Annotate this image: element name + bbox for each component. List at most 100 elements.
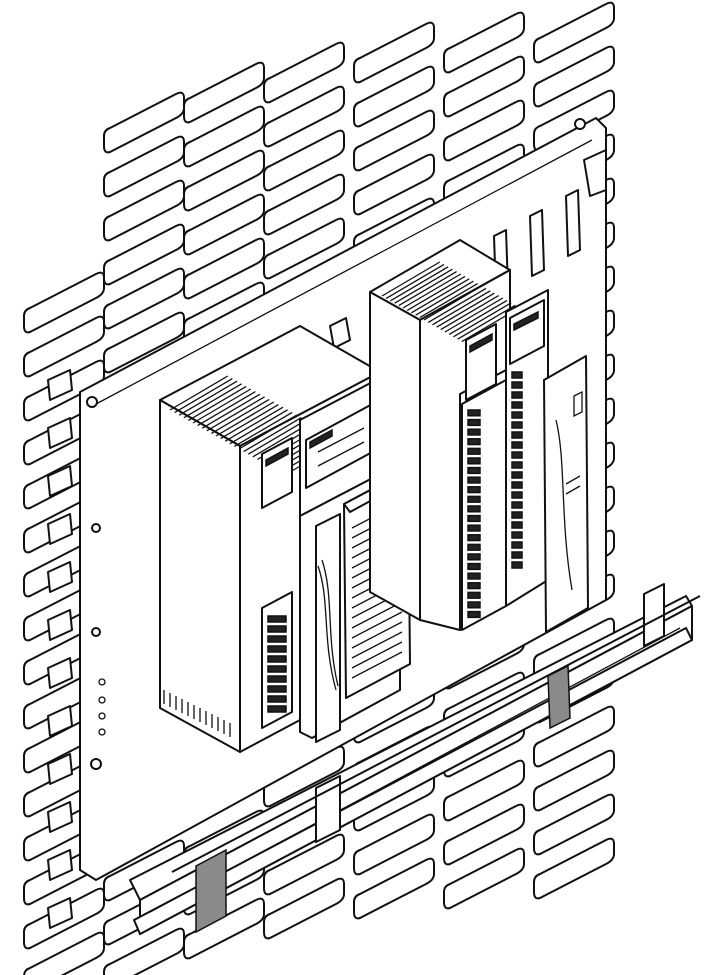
terminal-screw-icon: [511, 541, 523, 549]
panel-slot: [47, 897, 73, 929]
panel-slot: [353, 109, 435, 172]
vent-fin: [351, 611, 403, 639]
panel-slot: [443, 99, 525, 162]
terminal-screw-icon: [511, 441, 523, 449]
panel-slot: [183, 105, 265, 168]
panel-slot: [183, 897, 265, 960]
backplane-connectors: [329, 149, 607, 349]
terminal-screw-icon: [467, 457, 481, 465]
panel-slot: [353, 857, 435, 920]
terminal-screw-icon: [511, 521, 523, 529]
panel-slot: [263, 85, 345, 148]
terminal-screw-icon: [467, 572, 481, 580]
terminal-screw-icon: [267, 675, 287, 683]
panel-slot: [183, 237, 265, 300]
vent-fin: [406, 275, 466, 311]
vent-fin: [201, 393, 261, 429]
vent-fin: [457, 304, 516, 340]
panel-slot: [103, 927, 185, 975]
panel-slot: [533, 45, 615, 108]
vent-fin: [206, 396, 265, 432]
terminal-screw-icon: [467, 591, 481, 599]
terminal-screw-icon: [267, 635, 287, 643]
vent-fin: [440, 295, 499, 331]
vent-fin: [432, 290, 491, 326]
vent-fin: [351, 651, 403, 679]
terminal-screw-icon: [467, 428, 481, 436]
terminal-screw-icon: [467, 466, 481, 475]
panel-slot: [443, 759, 525, 822]
terminal-block: [267, 615, 287, 713]
panel-slot: [263, 217, 345, 280]
vent-fins: [381, 261, 520, 343]
terminal-screw-icon: [267, 625, 287, 633]
vent-fin: [351, 621, 403, 649]
panel-slot: [533, 1, 615, 64]
terminal-screw-icon: [467, 514, 481, 523]
panel-slot: [353, 153, 435, 216]
vent-fin: [423, 285, 483, 321]
vent-fin: [224, 406, 284, 442]
panel-slot: [353, 21, 435, 84]
terminal-screw-icon: [511, 391, 523, 399]
vent-fin: [390, 266, 449, 302]
mounting-hole-icon: [91, 627, 101, 637]
mounting-hole-icon: [91, 523, 101, 533]
terminal-screw-icon: [467, 495, 481, 503]
panel-slot: [183, 61, 265, 124]
terminal-screw-icon: [511, 461, 523, 469]
terminal-screw-icon: [467, 543, 481, 551]
din-rail: [129, 583, 701, 935]
vent-fin: [247, 419, 307, 455]
bottom-vents: [163, 690, 231, 737]
panel-slot: [103, 135, 185, 198]
terminal-screw-icon: [511, 401, 523, 409]
rail-clip-icon: [547, 664, 571, 730]
panel-slot: [47, 609, 73, 641]
vent-fin: [197, 391, 256, 427]
vent-fin: [178, 380, 238, 416]
vent-fin: [453, 302, 512, 338]
panel-slot: [183, 193, 265, 256]
mounting-screw-icon: [86, 396, 98, 408]
vent-fin: [229, 409, 288, 445]
vent-fin: [351, 631, 403, 659]
panel-slot: [443, 55, 525, 118]
vent-fin: [234, 411, 293, 447]
panel-slot: [47, 801, 73, 833]
terminal-array: [467, 409, 481, 619]
panel-slot: [47, 849, 73, 881]
terminal-screw-icon: [511, 481, 523, 489]
terminal-screw-icon: [511, 531, 523, 539]
vent-fin: [427, 287, 487, 323]
terminal-screw-icon: [511, 381, 523, 389]
terminal-screw-icon: [511, 491, 523, 499]
terminal-screw-icon: [467, 610, 481, 619]
panel-slot: [183, 149, 265, 212]
panel-slot: [47, 369, 73, 401]
panel-slot: [533, 705, 615, 768]
terminal-screw-icon: [467, 476, 481, 484]
panel-slot: [533, 793, 615, 856]
terminal-screw-icon: [511, 451, 523, 459]
panel-slot: [353, 813, 435, 876]
terminal-screw-icon: [511, 501, 523, 509]
vent-fin: [220, 404, 279, 440]
vent-fin: [238, 414, 298, 450]
terminal-screw-icon: [467, 438, 481, 446]
vent-fin: [444, 297, 504, 333]
panel-slot: [263, 129, 345, 192]
vent-fin: [183, 383, 242, 419]
panel-slot: [47, 417, 73, 449]
panel-slot: [443, 803, 525, 866]
panel-slot: [47, 753, 73, 785]
panel-slot: [47, 513, 73, 545]
panel-slot: [533, 837, 615, 900]
power-supply-module: [159, 325, 381, 753]
vent-fin: [211, 398, 270, 434]
terminal-screw-icon: [267, 655, 287, 663]
terminal-screw-icon: [467, 534, 481, 542]
panel-slot: [533, 749, 615, 812]
